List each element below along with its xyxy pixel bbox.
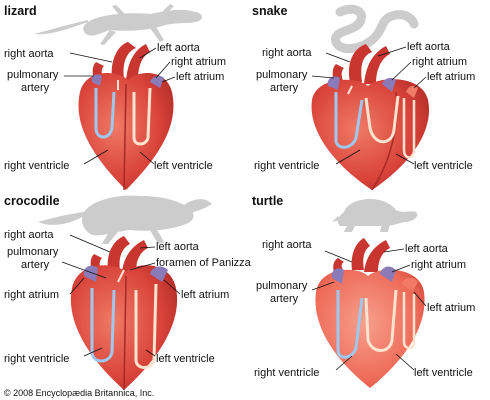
turtle-label-left-atrium: left atrium xyxy=(427,302,475,314)
turtle-label-left-aorta: left aorta xyxy=(405,243,449,255)
leader-line xyxy=(311,281,335,291)
turtle-label-artery: artery xyxy=(270,293,299,305)
turtle-heart xyxy=(315,266,425,388)
leader-line xyxy=(163,279,181,295)
snake-label-right-aorta: right aorta xyxy=(262,47,312,59)
leader-line xyxy=(391,264,411,273)
leader-line xyxy=(377,46,407,57)
lizard-vessels xyxy=(92,42,150,80)
snake-label-pulmonary: pulmonary xyxy=(256,69,308,81)
panel-turtle: turtle right aorta left aorta right atri… xyxy=(252,194,475,388)
leader-line xyxy=(413,76,427,89)
leader-line xyxy=(139,151,155,165)
panel-title-turtle: turtle xyxy=(252,194,283,208)
snake-silhouette xyxy=(331,4,419,53)
crocodile-label-right-atrium: right atrium xyxy=(4,289,59,301)
panel-lizard: lizard right aorta left a xyxy=(4,4,226,191)
panel-title-snake: snake xyxy=(252,4,287,18)
leader-line xyxy=(413,291,427,307)
crocodile-label-right-ventricle: right ventricle xyxy=(4,353,69,365)
turtle-vessels xyxy=(333,238,390,272)
leader-line xyxy=(325,52,351,63)
leader-line xyxy=(391,61,412,81)
leader-line xyxy=(145,349,156,357)
leader-line xyxy=(311,75,335,79)
crocodile-label-pulmonary: pulmonary xyxy=(7,246,59,258)
turtle-label-right-ventricle: right ventricle xyxy=(254,367,319,379)
leader-line xyxy=(324,250,353,263)
snake-label-right-atrium: right atrium xyxy=(412,56,467,68)
crocodile-label-left-atrium: left atrium xyxy=(181,289,229,301)
lizard-heart xyxy=(78,72,174,191)
leader-line xyxy=(129,262,156,271)
crocodile-silhouette xyxy=(38,195,212,244)
lizard-label-left-atrium: left atrium xyxy=(176,71,224,83)
crocodile-label-left-ventricle: left ventricle xyxy=(156,353,215,365)
crocodile-label-right-aorta: right aorta xyxy=(4,229,54,241)
crocodile-label-foramen: foramen of Panizza xyxy=(156,257,252,269)
panel-title-crocodile: crocodile xyxy=(4,194,60,208)
panel-title-lizard: lizard xyxy=(4,4,37,18)
lizard-label-right-ventricle: right ventricle xyxy=(4,160,69,172)
snake-label-right-ventricle: right ventricle xyxy=(254,160,319,172)
lizard-label-pulmonary: pulmonary xyxy=(7,69,59,81)
leader-line xyxy=(139,47,157,59)
crocodile-label-left-aorta: left aorta xyxy=(156,241,200,253)
snake-label-left-atrium: left atrium xyxy=(427,71,475,83)
crocodile-label-artery: artery xyxy=(21,259,50,271)
turtle-label-right-aorta: right aorta xyxy=(262,239,312,251)
leader-line xyxy=(69,52,113,63)
leader-line xyxy=(383,248,405,253)
snake-label-left-aorta: left aorta xyxy=(407,41,451,53)
turtle-label-right-atrium: right atrium xyxy=(411,259,466,271)
lizard-silhouette xyxy=(34,4,202,45)
copyright-text: © 2008 Encyclopædia Britannica, Inc. xyxy=(4,388,154,398)
lizard-label-right-aorta: right aorta xyxy=(4,48,54,60)
panel-crocodile: crocodile right aorta left aorta pulmona… xyxy=(4,194,252,391)
snake-label-left-ventricle: left ventricle xyxy=(414,160,473,172)
turtle-silhouette xyxy=(332,198,418,232)
leader-line xyxy=(335,355,353,371)
leader-line xyxy=(83,347,103,357)
leader-line xyxy=(395,353,415,371)
snake-label-artery: artery xyxy=(270,82,299,94)
leader-line xyxy=(61,261,107,279)
snake-heart xyxy=(311,76,430,191)
turtle-label-left-ventricle: left ventricle xyxy=(414,367,473,379)
leader-line xyxy=(395,153,415,165)
panel-snake: snake right aorta left aorta right atriu… xyxy=(252,4,475,191)
lizard-label-left-aorta: left aorta xyxy=(157,42,201,54)
leader-line xyxy=(139,246,156,249)
turtle-label-pulmonary: pulmonary xyxy=(256,280,308,292)
leader-line xyxy=(155,61,171,79)
crocodile-heart xyxy=(70,265,178,391)
leader-line xyxy=(335,149,361,165)
lizard-label-right-atrium: right atrium xyxy=(171,56,226,68)
leader-line xyxy=(83,149,109,165)
lizard-label-left-ventricle: left ventricle xyxy=(154,160,213,172)
leader-line xyxy=(161,76,176,83)
lizard-label-artery: artery xyxy=(21,82,50,94)
leader-line xyxy=(69,277,85,295)
leader-line xyxy=(69,234,111,253)
